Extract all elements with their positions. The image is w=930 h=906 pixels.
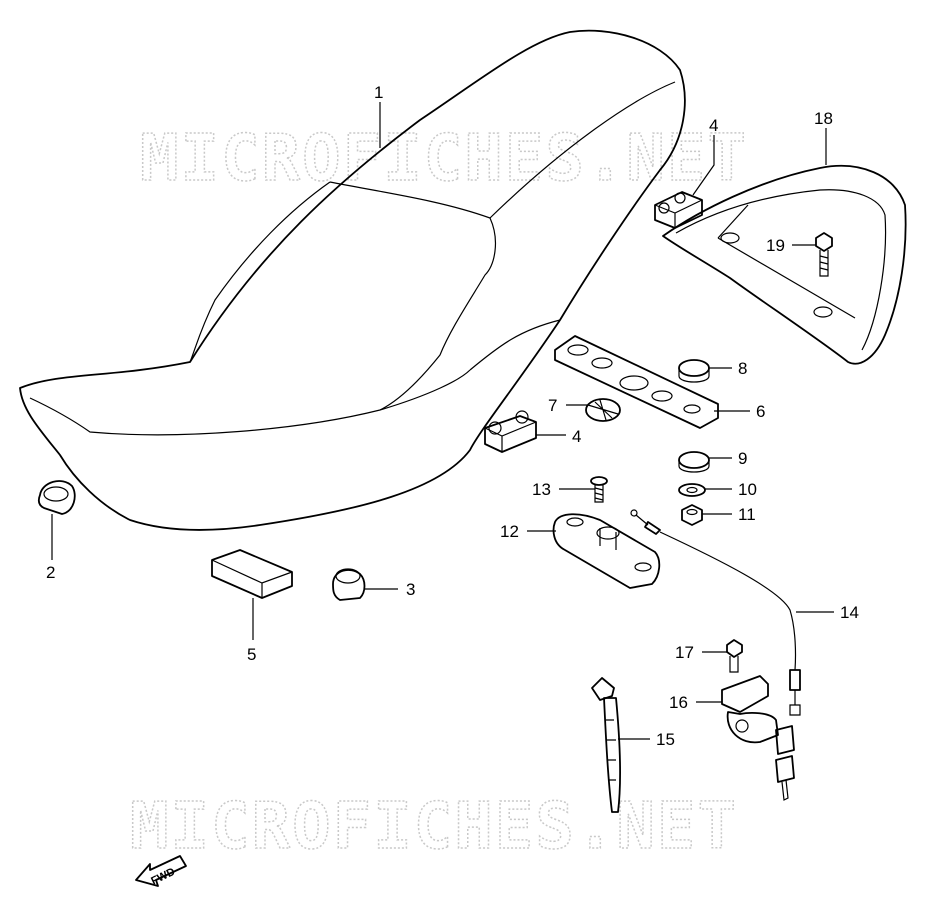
callout-seat: 1 xyxy=(374,83,383,102)
callout-washer-top: 8 xyxy=(738,359,747,378)
callout-strap: 15 xyxy=(656,730,675,749)
watermark-top: MICROFICHES.NET xyxy=(140,122,748,196)
seat-part xyxy=(19,29,686,531)
strap-part xyxy=(591,677,622,813)
cushion-right-part xyxy=(332,568,366,601)
callout-washer-flat: 10 xyxy=(738,480,757,499)
callout-bracket-top: 4 xyxy=(709,116,718,135)
callout-tail-cover: 18 xyxy=(814,109,833,128)
callout-bolt-cover: 19 xyxy=(766,236,785,255)
callout-numbers: 1 2 3 4 4 5 6 7 8 9 10 11 12 13 14 15 16… xyxy=(46,83,859,749)
callout-cushion-left: 2 xyxy=(46,563,55,582)
callout-damper: 7 xyxy=(548,396,557,415)
cable-part xyxy=(630,509,801,716)
callout-washer-bottom: 9 xyxy=(738,449,747,468)
watermark-bottom: MICROFICHES.NET xyxy=(130,790,738,864)
callout-cable: 14 xyxy=(840,603,859,622)
callout-cushion-right: 3 xyxy=(406,580,415,599)
screw-part xyxy=(590,476,608,503)
callout-bolt-lock: 17 xyxy=(675,643,694,662)
callout-bracket-mid: 4 xyxy=(572,427,581,446)
callout-pad: 5 xyxy=(247,645,256,664)
washer-flat-part xyxy=(678,483,706,497)
washer-top-part xyxy=(678,359,710,383)
callout-lock-set: 16 xyxy=(669,693,688,712)
bolt-lock-part xyxy=(726,639,743,673)
tail-cover-part xyxy=(662,164,907,365)
callout-nut: 11 xyxy=(738,505,756,524)
nut-part xyxy=(681,504,703,526)
lock-base-part xyxy=(552,513,661,589)
bolt-cover-part xyxy=(815,232,833,277)
callout-lock-base: 12 xyxy=(500,522,519,541)
lock-set-part xyxy=(721,675,795,801)
bracket-mid-part xyxy=(484,410,537,453)
bracket-top-part xyxy=(654,191,703,229)
leader-lines xyxy=(51,102,834,740)
callout-screw: 13 xyxy=(532,480,551,499)
pad-part xyxy=(211,549,293,599)
damper-part xyxy=(585,398,621,422)
callout-hinge-plate: 6 xyxy=(756,402,765,421)
washer-bottom-part xyxy=(678,451,710,473)
hinge-plate-part xyxy=(554,335,719,429)
cushion-left-part xyxy=(37,480,76,515)
